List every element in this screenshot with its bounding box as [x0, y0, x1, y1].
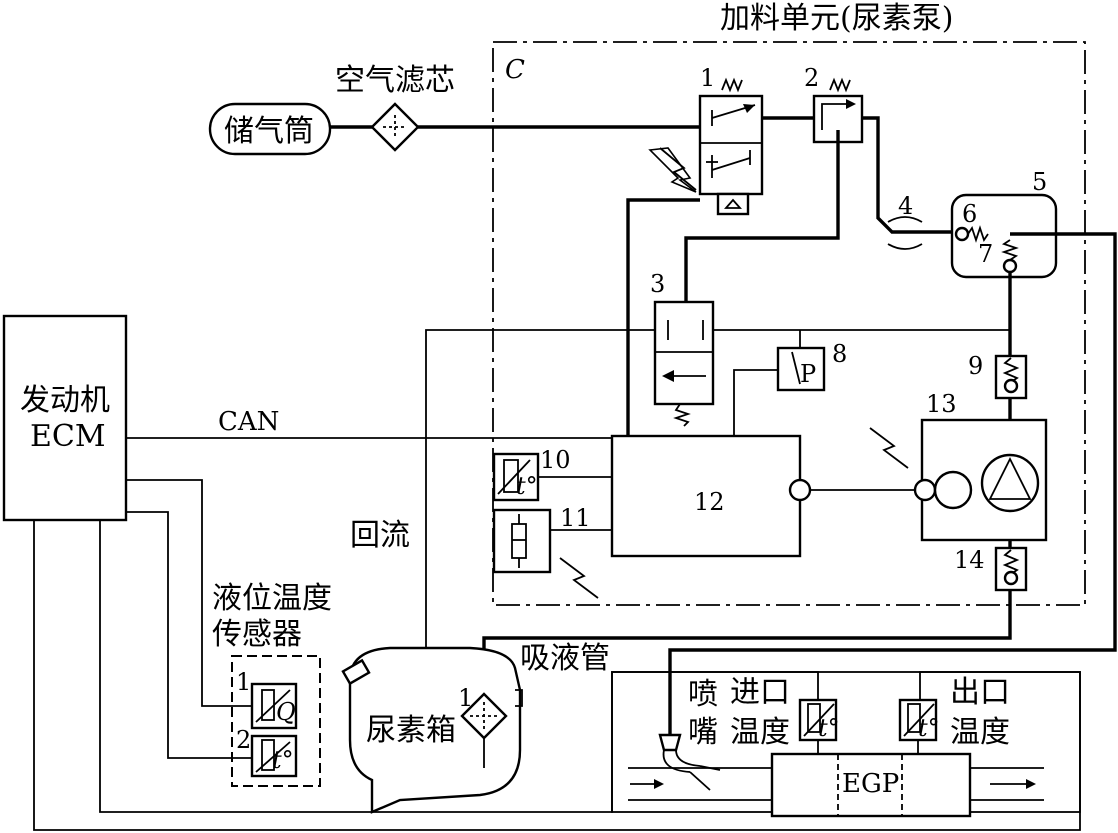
label-1: 1 [700, 64, 715, 92]
sensor-2-label: 2 [236, 726, 251, 754]
egp-label: EGP [842, 769, 899, 799]
engine-ecm-label-2: ECM [30, 419, 106, 454]
inlet-temp-label-1: 进口 [730, 675, 790, 710]
outlet-temp-symbol: t° [918, 714, 940, 742]
return-flow-label: 回流 [350, 518, 410, 553]
inlet-temp-label-2: 温度 [730, 715, 790, 750]
label-6: 6 [962, 200, 977, 228]
heater-11 [492, 508, 552, 574]
pump-symbol [980, 453, 1040, 513]
air-filter-label: 空气滤芯 [335, 63, 455, 98]
pressure-switch-to-ecu [733, 369, 778, 436]
lightning-bolt-icon [559, 557, 599, 599]
label-13: 13 [926, 390, 957, 418]
dosing-unit-boundary [492, 41, 1086, 606]
nozzle-label-1: 喷 [688, 677, 718, 712]
pump-motor [933, 470, 973, 510]
level-temp-sensor-label-2: 传感器 [212, 617, 302, 652]
label-9: 9 [968, 352, 983, 380]
level-temp-sensor-label-1: 液位温度 [212, 581, 332, 616]
temp-sensor-symbol: t° [272, 746, 294, 774]
unit-c-label: C [505, 55, 525, 85]
pressure-switch-8 [776, 346, 826, 392]
check-valve-7-spring [1001, 239, 1019, 261]
wire-temp-sensor [126, 511, 252, 759]
exhaust-flow-arrowhead [654, 779, 664, 789]
wire-level-sensor [126, 479, 252, 707]
nozzle-label-2: 嘴 [688, 715, 718, 750]
exhaust-out-arrowhead [1026, 779, 1036, 789]
mixed-output-line [668, 232, 1117, 735]
egp-block [770, 752, 972, 818]
label-14: 14 [954, 546, 985, 574]
label-12: 12 [694, 488, 725, 516]
sensor-1-label: 1 [236, 668, 251, 696]
check-valve-9 [994, 354, 1028, 400]
valve1-to-ecu [626, 198, 700, 436]
label-5: 5 [1032, 168, 1047, 196]
label-8: 8 [832, 340, 847, 368]
lightning-bolt-icon [648, 147, 697, 193]
air-line-to-valve3 [684, 130, 840, 302]
air-line-to-mixer [862, 116, 955, 234]
urea-tank [341, 646, 523, 814]
check-valve-6 [954, 226, 970, 242]
label-3: 3 [650, 270, 665, 298]
air-tank [208, 102, 332, 156]
label-2: 2 [804, 64, 819, 92]
tank-filter [460, 692, 508, 740]
check-valve-6-spring [967, 225, 989, 243]
orifice-4 [887, 216, 923, 223]
ecu-connector [788, 478, 812, 502]
air-tank-label: 储气筒 [224, 114, 314, 149]
label-4: 4 [898, 192, 913, 220]
level-sensor-symbol: Q [276, 698, 296, 726]
lightning-bolt-icon [659, 147, 697, 191]
tank-filter-label: 1 [458, 684, 473, 712]
suction-pipe-label: 吸液管 [520, 641, 610, 676]
pump-triangle [988, 456, 1032, 500]
nozzle [658, 733, 721, 791]
check-valve-14 [994, 546, 1028, 592]
solenoid-air-valve-1 [698, 77, 764, 216]
pressure-switch-symbol: P [800, 360, 816, 388]
urea-tank-label: 尿素箱 [366, 713, 456, 748]
engine-ecm-label-1: 发动机 [20, 383, 110, 418]
outlet-temp-label-2: 温度 [950, 715, 1010, 750]
can-label: CAN [218, 407, 279, 437]
dosing-unit-title: 加料单元(尿素泵) [720, 1, 953, 36]
orifice-4 [887, 243, 923, 250]
directional-valve-3 [653, 300, 715, 427]
engine-ecm [2, 314, 128, 522]
mixer-block-5 [950, 193, 1058, 279]
level-temp-sensor-housing [231, 655, 321, 787]
pump-coupling [913, 478, 937, 502]
inlet-temp-symbol: t° [818, 714, 840, 742]
outlet-temp-label-1: 出口 [950, 675, 1010, 710]
return-line [425, 329, 655, 680]
label-10: 10 [540, 446, 571, 474]
label-7: 7 [978, 240, 993, 268]
temp-sensor-10-symbol: t° [516, 472, 538, 500]
label-11: 11 [560, 504, 591, 532]
air-filter [370, 102, 420, 152]
lightning-bolt-icon [869, 427, 909, 469]
temp-sensor-10-element [503, 459, 519, 493]
check-valve-7 [1002, 258, 1018, 274]
